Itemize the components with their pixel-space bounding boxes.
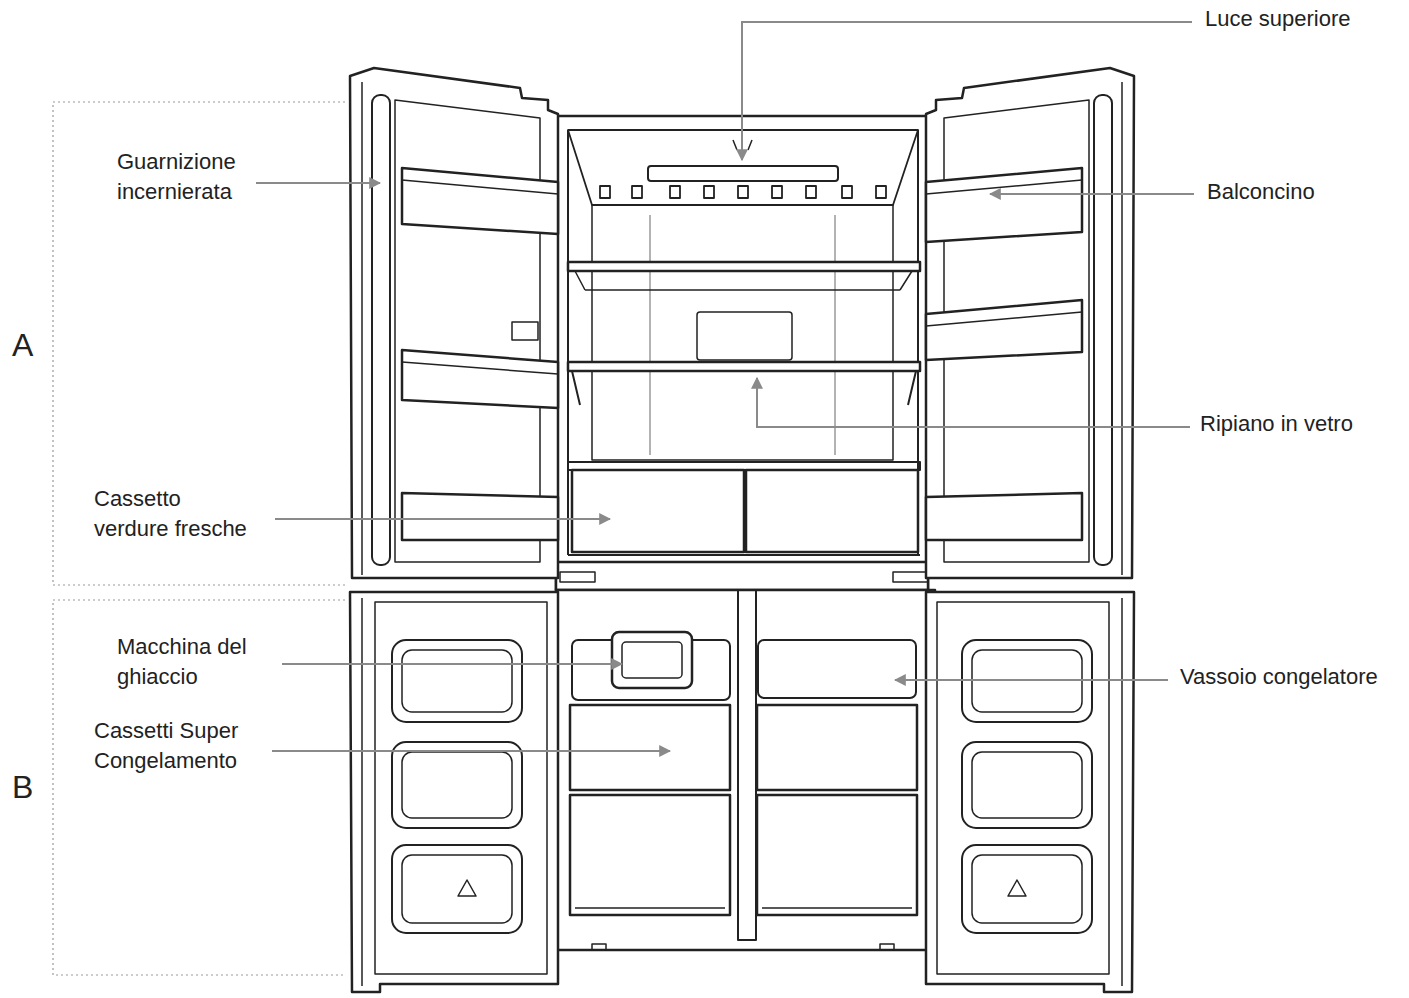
freezer-cabinet [880, 944, 894, 950]
section-bracket [53, 600, 345, 975]
fridge-cabinet [842, 186, 852, 198]
door-balcony [402, 350, 558, 408]
door-balcony [926, 300, 1082, 360]
fridge-door [350, 68, 558, 578]
freezer-door [392, 845, 522, 933]
section-letter: A [12, 323, 33, 367]
freezer-door [458, 880, 476, 896]
freezer-door [392, 640, 522, 722]
freezer-cabinet [757, 705, 917, 790]
fridge-cabinet [575, 271, 912, 290]
fridge-cabinet [568, 130, 918, 555]
fridge-cabinet [600, 186, 610, 198]
door-balcony [402, 362, 558, 374]
fridge-door [926, 68, 1134, 578]
fridge-cabinet [650, 215, 835, 455]
freezer-cabinet [758, 640, 916, 698]
leader-line [256, 182, 380, 184]
freezer-door [402, 855, 512, 923]
fridge-cabinet [670, 186, 680, 198]
freezer-cabinet [575, 907, 912, 909]
leader-line [895, 679, 1168, 681]
fridge-door [350, 68, 558, 578]
part-label: Ripiano in vetro [1200, 409, 1353, 439]
leader-line [282, 663, 622, 665]
fridge-cabinet [632, 186, 642, 198]
fridge-cabinet [556, 116, 928, 590]
section-bracket [53, 102, 345, 585]
door-balcony [926, 493, 1082, 540]
part-label: Vassoio congelatore [1180, 662, 1378, 692]
fridge-cabinet [556, 116, 928, 590]
freezer-cabinet [612, 632, 692, 688]
section-letter: B [12, 765, 33, 809]
fridge-cabinet [556, 562, 928, 590]
freezer-door [926, 592, 1134, 992]
door-balcony [926, 180, 1082, 194]
fridge-cabinet [806, 186, 816, 198]
part-label: Cassetti Super Congelamento [94, 716, 244, 776]
freezer-cabinet [570, 705, 730, 790]
fridge-door [512, 322, 538, 340]
door-balcony [402, 493, 558, 540]
fridge-cabinet [738, 186, 748, 198]
fridge-cabinet [704, 186, 714, 198]
freezer-cabinet [757, 795, 917, 915]
freezer-door [361, 598, 363, 986]
door-balcony [926, 168, 1082, 242]
fridge-cabinet [592, 205, 893, 460]
fridge-cabinet [572, 470, 744, 552]
part-label: Luce superiore [1205, 4, 1351, 34]
fridge-cabinet [560, 572, 595, 582]
door-balcony [402, 168, 1082, 540]
freezer-cabinet [570, 795, 730, 915]
freezer-door [402, 650, 512, 712]
fridge-cabinet [893, 572, 928, 582]
section-bracket [53, 102, 345, 975]
part-label: Macchina del ghiaccio [117, 632, 257, 692]
fridge-cabinet [572, 371, 916, 405]
freezer-door [350, 592, 558, 992]
freezer-cabinet [592, 944, 606, 950]
part-label: Balconcino [1207, 177, 1315, 207]
leader-line [256, 22, 1194, 751]
fridge-cabinet [876, 186, 886, 198]
freezer-door [350, 592, 558, 992]
freezer-door [375, 602, 547, 974]
freezer-door [402, 752, 512, 818]
fridge-cabinet [568, 262, 920, 271]
freezer-cabinet [622, 642, 682, 678]
freezer-cabinet [542, 590, 949, 972]
door-balcony [402, 168, 558, 234]
fridge-cabinet [648, 166, 838, 181]
fridge-cabinet [746, 470, 918, 552]
part-label: Cassetto verdure fresche [94, 484, 254, 544]
leader-line [757, 378, 1190, 427]
fridge-door [372, 95, 390, 565]
door-balcony [402, 180, 558, 194]
fridge-cabinet [600, 186, 886, 198]
fridge-cabinet [697, 312, 792, 360]
leader-line [990, 193, 1194, 195]
leader-line [275, 518, 610, 520]
part-label: Guarnizione incernierata [117, 147, 247, 207]
fridge-cabinet [568, 362, 920, 371]
freezer-cabinet [556, 590, 935, 950]
fridge-cabinet [568, 554, 920, 556]
leader-line [272, 750, 670, 752]
freezer-door [392, 742, 522, 828]
door-balcony [926, 312, 1082, 326]
fridge-door [361, 82, 363, 575]
freezer-cabinet [738, 590, 756, 940]
leader-line [742, 22, 1192, 160]
fridge-cabinet [772, 186, 782, 198]
